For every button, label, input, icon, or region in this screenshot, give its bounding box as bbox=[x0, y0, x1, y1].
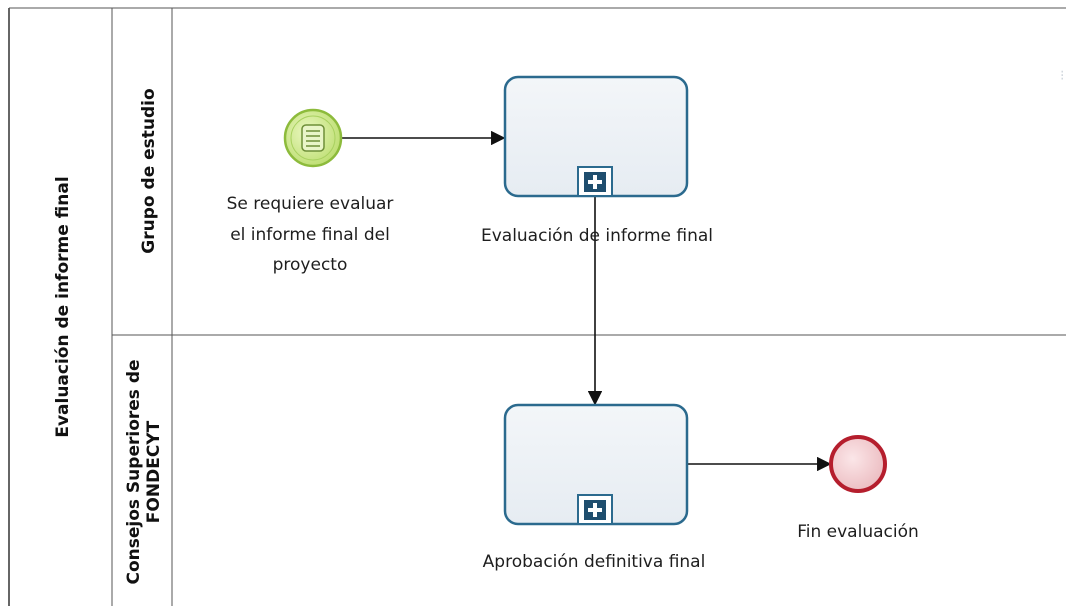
subprocess-plus-icon[interactable] bbox=[577, 166, 613, 197]
subprocess-plus-icon[interactable] bbox=[577, 494, 613, 525]
pool[interactable]: Evaluación de informe final bbox=[8, 7, 1066, 606]
subprocess-aprobacion[interactable] bbox=[503, 403, 689, 526]
lane-grupo-de-estudio[interactable]: Grupo de estudio bbox=[112, 8, 1066, 336]
pool-label: Evaluación de informe final bbox=[53, 176, 73, 437]
task-label-aprobacion: Aprobación definitiva final bbox=[483, 552, 706, 572]
task-label-evaluacion: Evaluación de informe final bbox=[481, 226, 713, 246]
end-event-label: Fin evaluación bbox=[797, 522, 919, 542]
start-label-line2: el informe final del bbox=[230, 225, 390, 245]
start-event-label: Se requiere evaluar el informe final del… bbox=[227, 194, 394, 275]
start-label-line1: Se requiere evaluar bbox=[227, 194, 394, 214]
lane-consejos-superiores[interactable]: Consejos Superiores de FONDECYT bbox=[124, 335, 173, 606]
message-icon bbox=[301, 124, 325, 152]
edge-artifact: ⁝ bbox=[1060, 68, 1064, 84]
lane-label-grupo: Grupo de estudio bbox=[139, 88, 159, 253]
lane-label-line2: FONDECYT bbox=[144, 420, 164, 523]
end-event[interactable] bbox=[829, 435, 887, 493]
start-event[interactable] bbox=[283, 108, 343, 168]
lane-label-consejos: Consejos Superiores de FONDECYT bbox=[124, 359, 164, 584]
subprocess-evaluacion[interactable] bbox=[503, 75, 689, 198]
sequence-flows bbox=[342, 130, 832, 472]
start-label-line3: proyecto bbox=[273, 255, 348, 275]
lane-label-line1: Consejos Superiores de bbox=[124, 359, 144, 584]
